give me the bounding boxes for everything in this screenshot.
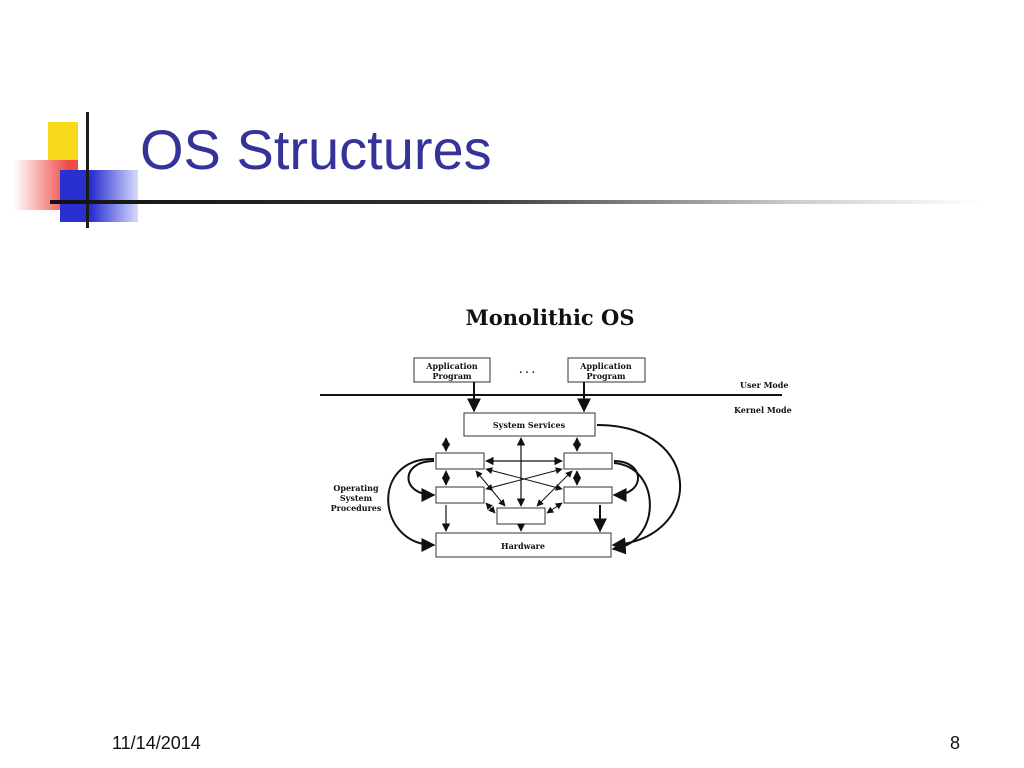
loop-right-top (612, 460, 639, 502)
kernel-mode-label: Kernel Mode (734, 405, 792, 415)
procedure-box-top-left (435, 452, 485, 470)
arrow-topright-bottom (536, 470, 573, 507)
app-right-line1: Application (579, 361, 632, 371)
arrow-topleft-bottom (475, 470, 506, 507)
loop-left-top (407, 460, 436, 502)
arrow-midright-bottom (546, 502, 563, 514)
hardware-box (435, 532, 612, 558)
slide-title: OS Structures (140, 118, 492, 181)
procedures-label-line2: System (340, 493, 373, 503)
footer-date: 11/14/2014 (112, 733, 201, 753)
loop-right-outer (596, 424, 681, 552)
app-program-left-box (413, 357, 491, 383)
decor-yellow-square (48, 122, 78, 167)
procedure-box-mid-left (435, 486, 485, 504)
decor-vertical-line (86, 112, 89, 228)
app-left-line2: Program (432, 371, 472, 381)
loop-left-outer (387, 457, 436, 552)
app-program-right-box (567, 357, 646, 383)
app-ellipsis: . . . (519, 366, 535, 376)
page-number: 8 (950, 733, 961, 753)
procedure-box-bottom-center (496, 507, 546, 525)
procedure-box-top-right (563, 452, 613, 470)
monolithic-os-diagram: Monolithic OS Application Program . . . … (320, 305, 792, 558)
procedures-label-line3: Procedures (331, 503, 382, 513)
system-services-label: System Services (493, 420, 566, 430)
system-services-box (463, 412, 596, 437)
app-right-line2: Program (586, 371, 626, 381)
decor-blue-square (60, 170, 138, 222)
procedures-label-line1: Operating (333, 483, 379, 493)
arrow-midleft-bottom (485, 502, 496, 514)
diagram-title: Monolithic OS (466, 305, 635, 330)
loop-right-mid (611, 462, 651, 555)
app-left-line1: Application (425, 361, 478, 371)
user-mode-label: User Mode (740, 380, 788, 390)
title-underline (50, 200, 980, 204)
procedure-box-mid-right (563, 486, 613, 504)
hardware-label: Hardware (501, 541, 545, 551)
